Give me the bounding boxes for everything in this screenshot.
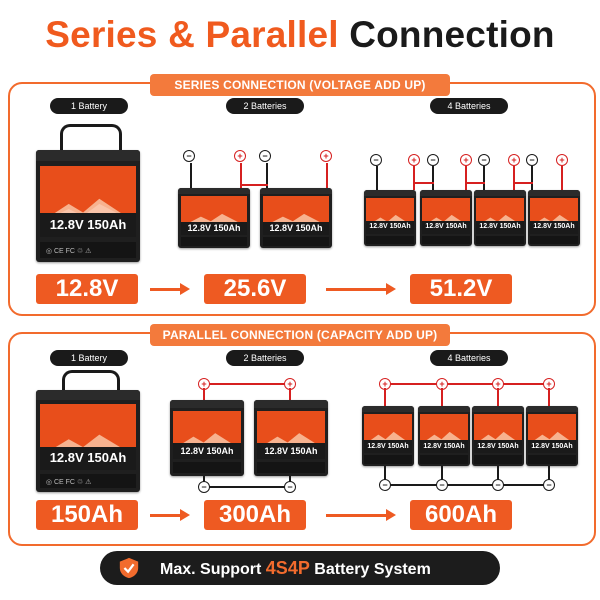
negative-terminal-icon: −: [526, 154, 538, 166]
arrow-right-icon: [326, 509, 396, 521]
series-value-1: 12.8V: [36, 274, 138, 304]
battery-icon: 12.8V 150Ah: [526, 406, 578, 466]
battery-icon: 12.8V 150Ah: [528, 190, 580, 246]
negative-terminal-icon: −: [198, 481, 210, 493]
negative-terminal-icon: −: [183, 150, 195, 162]
support-banner: Max. Support 4S4P Battery System: [100, 551, 500, 585]
series-value-2: 25.6V: [204, 274, 306, 304]
series-pill-2: 2 Batteries: [226, 98, 304, 114]
series-banner: SERIES CONNECTION (VOLTAGE ADD UP): [150, 74, 450, 96]
arrow-right-icon: [150, 283, 190, 295]
series-pill-3: 4 Batteries: [430, 98, 508, 114]
negative-terminal-icon: −: [284, 481, 296, 493]
support-highlight: 4S4P: [265, 558, 310, 578]
support-prefix: Max. Support: [160, 561, 262, 578]
title-part2: Connection: [349, 14, 555, 55]
positive-terminal-icon: +: [543, 378, 555, 390]
arrow-right-icon: [150, 509, 190, 521]
battery-icon: 12.8V 150Ah ◎ CE FC ♲ ⚠: [36, 150, 140, 262]
battery-icon: 12.8V 150Ah: [420, 190, 472, 246]
negative-terminal-icon: −: [259, 150, 271, 162]
positive-terminal-icon: +: [234, 150, 246, 162]
shield-icon: [119, 557, 139, 579]
arrow-right-icon: [326, 283, 396, 295]
negative-terminal-icon: −: [427, 154, 439, 166]
positive-terminal-icon: +: [508, 154, 520, 166]
battery-icon: 12.8V 150Ah: [364, 190, 416, 246]
parallel-value-2: 300Ah: [204, 500, 306, 530]
negative-terminal-icon: −: [370, 154, 382, 166]
battery-icon: 12.8V 150Ah: [418, 406, 470, 466]
title-part1: Series & Parallel: [45, 14, 339, 55]
parallel-pill-3: 4 Batteries: [430, 350, 508, 366]
battery-label: 12.8V 150Ah: [40, 212, 136, 238]
negative-terminal-icon: −: [543, 479, 555, 491]
negative-terminal-icon: −: [492, 479, 504, 491]
support-suffix: Battery System: [314, 561, 431, 578]
negative-terminal-icon: −: [436, 479, 448, 491]
parallel-banner: PARALLEL CONNECTION (CAPACITY ADD UP): [150, 324, 450, 346]
positive-terminal-icon: +: [556, 154, 568, 166]
battery-icon: 12.8V 150Ah: [474, 190, 526, 246]
series-value-3: 51.2V: [410, 274, 512, 304]
battery-icon: 12.8V 150Ah ◎ CE FC ♲ ⚠: [36, 390, 140, 492]
battery-icon: 12.8V 150Ah: [254, 400, 328, 476]
parallel-value-1: 150Ah: [36, 500, 138, 530]
battery-handle-icon: [62, 370, 120, 399]
negative-terminal-icon: −: [478, 154, 490, 166]
parallel-value-3: 600Ah: [410, 500, 512, 530]
series-pill-1: 1 Battery: [50, 98, 128, 114]
positive-terminal-icon: +: [460, 154, 472, 166]
battery-handle-icon: [60, 124, 122, 157]
battery-icon: 12.8V 150Ah: [472, 406, 524, 466]
battery-icon: 12.8V 150Ah: [260, 188, 332, 248]
negative-terminal-icon: −: [379, 479, 391, 491]
positive-terminal-icon: +: [408, 154, 420, 166]
battery-icon: 12.8V 150Ah: [178, 188, 250, 248]
parallel-pill-2: 2 Batteries: [226, 350, 304, 366]
parallel-pill-1: 1 Battery: [50, 350, 128, 366]
positive-terminal-icon: +: [320, 150, 332, 162]
page-title: Series & Parallel Connection: [0, 14, 600, 56]
battery-icon: 12.8V 150Ah: [362, 406, 414, 466]
battery-icon: 12.8V 150Ah: [170, 400, 244, 476]
